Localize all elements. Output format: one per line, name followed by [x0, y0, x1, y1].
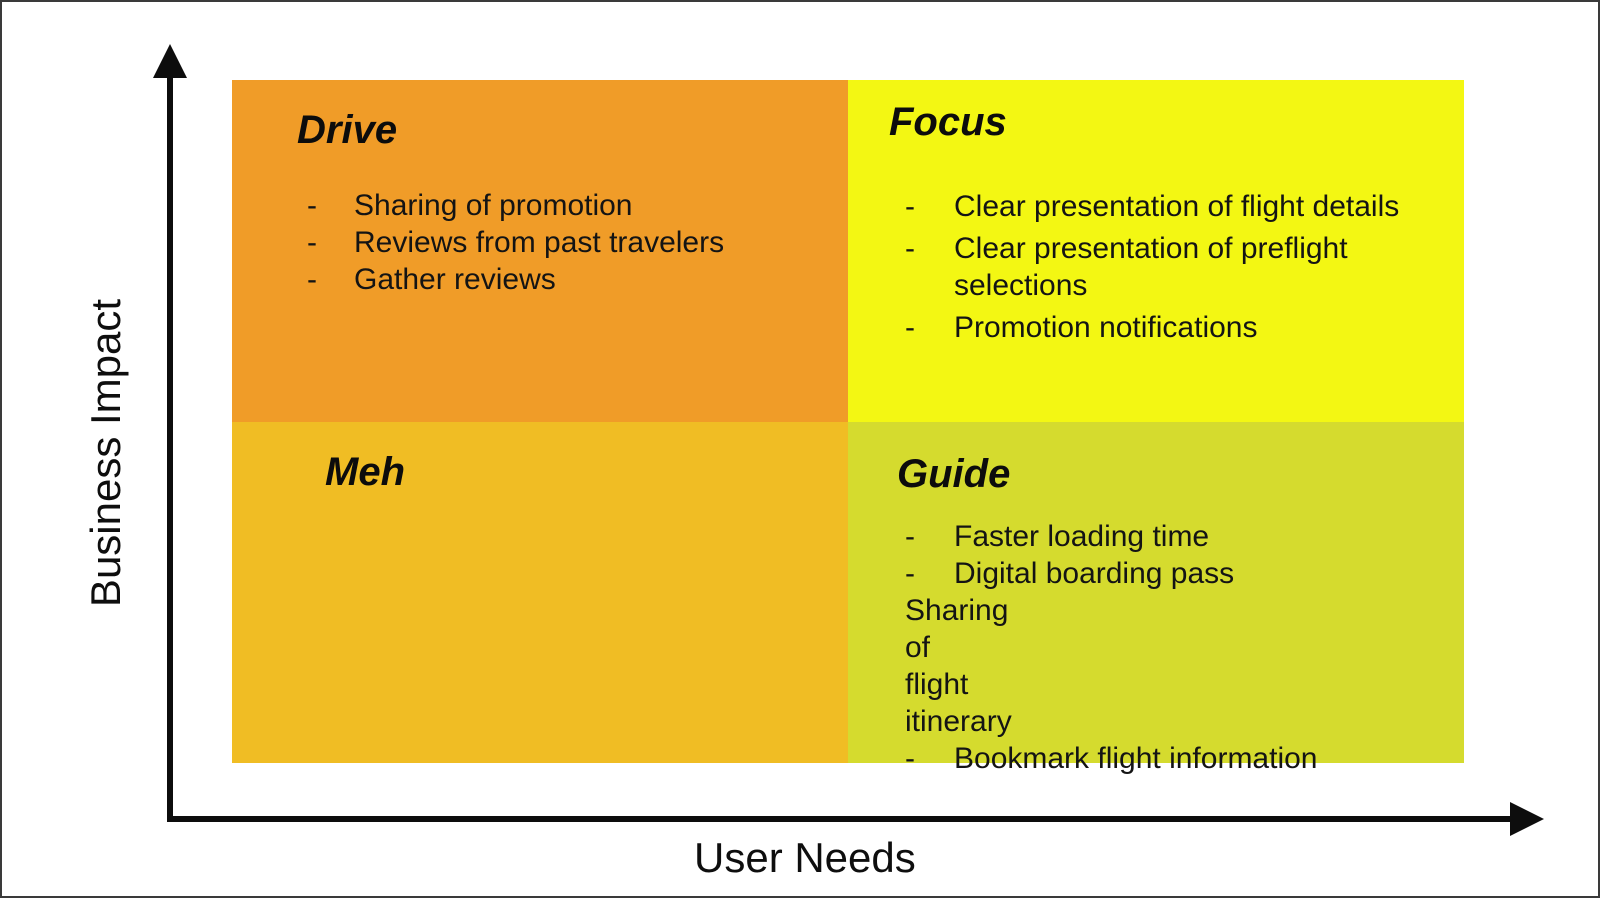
quadrant-meh: Meh [232, 422, 848, 763]
quadrant-drive: Drive - Sharing of promotion - Reviews f… [232, 80, 848, 422]
list-item: Sharing of flight itinerary [905, 592, 1425, 740]
list-item: - Bookmark flight information [905, 740, 1425, 777]
bullet-dash: Sharing of flight itinerary [905, 594, 1012, 738]
y-axis-line [167, 68, 173, 820]
list-item-text: Sharing of promotion [354, 189, 633, 222]
bullet-dash: - [905, 190, 915, 223]
quadrant-drive-list: - Sharing of promotion - Reviews from pa… [307, 187, 807, 298]
list-item: - Digital boarding pass [905, 555, 1425, 592]
list-item: - Sharing of promotion [307, 187, 807, 224]
quadrant-focus-title: Focus [889, 100, 1007, 144]
bullet-dash: - [307, 189, 317, 222]
quadrant-meh-title: Meh [325, 450, 405, 494]
list-item-text: Bookmark flight information [954, 742, 1318, 775]
quadrant-focus: Focus - Clear presentation of flight det… [848, 80, 1464, 422]
x-axis-label: User Needs [694, 834, 916, 881]
list-item-text: Reviews from past travelers [354, 226, 725, 259]
list-item: - Reviews from past travelers [307, 224, 807, 261]
bullet-dash: - [905, 311, 915, 344]
y-axis-arrowhead-icon [153, 44, 187, 78]
bullet-dash: - [307, 226, 317, 259]
quadrant-guide-list: - Faster loading time - Digital boarding… [905, 518, 1425, 777]
quadrant-guide: Guide - Faster loading time - Digital bo… [848, 422, 1464, 775]
quadrant-drive-title: Drive [297, 108, 398, 152]
list-item-text: Gather reviews [354, 263, 556, 296]
bullet-dash: - [905, 520, 915, 553]
quadrant-guide-title: Guide [897, 452, 1011, 496]
list-item: - Gather reviews [307, 261, 807, 298]
list-item-text: Clear presentation of preflight selectio… [954, 232, 1348, 302]
y-axis-label: Business Impact [81, 298, 129, 608]
bullet-dash: - [307, 263, 317, 296]
bullet-dash: - [905, 232, 915, 265]
x-axis-line [167, 816, 1512, 822]
bullet-dash: - [905, 557, 915, 590]
quadrant-focus-list: - Clear presentation of flight details -… [905, 188, 1425, 351]
list-item: - Clear presentation of flight details [905, 188, 1425, 225]
list-item-text: Digital boarding pass [954, 557, 1235, 590]
list-item-text: Faster loading time [954, 520, 1210, 553]
x-axis-arrowhead-icon [1510, 802, 1544, 836]
bullet-dash: - [905, 742, 915, 775]
list-item-text: Promotion notifications [954, 311, 1258, 344]
list-item: - Promotion notifications [905, 309, 1425, 346]
list-item: - Clear presentation of preflight select… [905, 230, 1425, 304]
list-item-text: Clear presentation of flight details [954, 190, 1400, 223]
list-item: - Faster loading time [905, 518, 1425, 555]
